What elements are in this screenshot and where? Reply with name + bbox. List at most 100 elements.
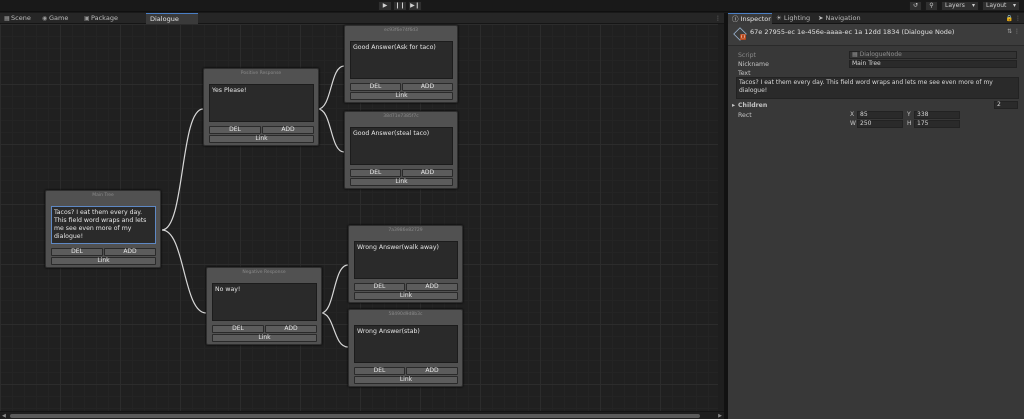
dialogue-node-wrong-walk[interactable]: 7a3986e82729 Wrong Answer(walk away) DEL… xyxy=(348,225,463,303)
connection-negative-wrong2 xyxy=(320,312,349,348)
node-text-field[interactable]: Yes Please! xyxy=(209,84,314,122)
layout-dropdown[interactable]: Layout▾ xyxy=(982,1,1020,11)
tab-scene[interactable]: ▦Scene xyxy=(0,13,38,24)
scene-icon: ▦ xyxy=(4,15,10,22)
text-area-field[interactable]: Tacos? I eat them every day. This field … xyxy=(736,77,1019,99)
tab-navigation[interactable]: ➤ Navigation xyxy=(814,13,866,24)
node-text-field[interactable]: Wrong Answer(stab) xyxy=(354,325,458,363)
rect-h-field[interactable]: 175 xyxy=(914,120,960,128)
link-button[interactable]: Link xyxy=(354,376,458,384)
node-title: Positive Response xyxy=(240,71,282,76)
tab-lighting[interactable]: ☀ Lighting xyxy=(772,13,814,24)
dialogue-node-positive[interactable]: Positive Response Yes Please! DEL ADD Li… xyxy=(203,68,319,146)
rect-w-field[interactable]: 250 xyxy=(857,120,903,128)
add-button[interactable]: ADD xyxy=(265,325,317,333)
script-value: DialogueNode xyxy=(859,51,902,58)
children-label: Children xyxy=(738,102,768,109)
lock-icon[interactable]: 🔒 ⋮ xyxy=(1005,15,1021,22)
del-button[interactable]: DEL xyxy=(350,169,401,177)
horizontal-scrollbar[interactable]: ◀ ▶ xyxy=(0,411,724,419)
playmode-controls: ▶ ❙❙ ▶❙ xyxy=(378,1,423,11)
text-label: Text xyxy=(738,70,751,77)
node-text-field[interactable]: Good Answer(Ask for taco) xyxy=(350,41,453,79)
dialogue-node-wrong-stab[interactable]: 58490d9d8b3c Wrong Answer(stab) DEL ADD … xyxy=(348,309,463,387)
del-button[interactable]: DEL xyxy=(354,283,405,291)
add-button[interactable]: ADD xyxy=(406,367,458,375)
tab-label: Navigation xyxy=(825,14,861,22)
search-icon[interactable]: ⚲ xyxy=(925,1,938,11)
scroll-left-icon[interactable]: ◀ xyxy=(2,413,6,419)
tab-game[interactable]: ◉Game xyxy=(38,13,80,24)
link-button[interactable]: Link xyxy=(51,257,156,265)
add-button[interactable]: ADD xyxy=(402,169,453,177)
inspector-tabbar: ⓘ Inspector ☀ Lighting ➤ Navigation 🔒 ⋮ xyxy=(728,13,1024,24)
nickname-field[interactable]: Main Tree xyxy=(849,60,1017,68)
node-text-field[interactable]: Wrong Answer(walk away) xyxy=(354,241,458,279)
add-button[interactable]: ADD xyxy=(406,283,458,291)
del-button[interactable]: DEL xyxy=(51,248,103,256)
tab-inspector[interactable]: ⓘ Inspector xyxy=(728,13,772,24)
vertical-scrollbar[interactable] xyxy=(718,24,724,411)
node-connections xyxy=(161,65,349,348)
link-button[interactable]: Link xyxy=(350,92,453,100)
connection-positive-good1 xyxy=(317,65,345,110)
del-button[interactable]: DEL xyxy=(350,83,401,91)
link-button[interactable]: Link xyxy=(354,292,458,300)
node-text-field[interactable]: No way! xyxy=(212,283,317,321)
dialogue-node-main[interactable]: Main Tree Tacos? I eat them every day. T… xyxy=(45,190,161,268)
tab-dialogue-editor[interactable]: Dialogue Editor xyxy=(146,13,198,34)
rect-x-label: X xyxy=(850,111,855,118)
node-text-field[interactable]: Tacos? I eat them every day. This field … xyxy=(51,206,156,244)
layers-dropdown[interactable]: Layers▾ xyxy=(941,1,979,11)
del-button[interactable]: DEL xyxy=(209,126,261,134)
link-button[interactable]: Link xyxy=(350,178,453,186)
connection-main-positive xyxy=(161,108,204,231)
dialogue-graph-canvas[interactable]: Main Tree Tacos? I eat them every day. T… xyxy=(0,24,724,411)
script-badge-icon: {} xyxy=(740,34,746,40)
dialogue-node-good-ask[interactable]: ec93f6e74f6d3 Good Answer(Ask for taco) … xyxy=(344,25,458,103)
rect-y-field[interactable]: 338 xyxy=(914,111,960,119)
add-button[interactable]: ADD xyxy=(262,126,314,134)
children-row[interactable]: ▸ Children 2 xyxy=(728,101,1024,110)
settings-icon[interactable]: ⇅ ⋮ xyxy=(1007,28,1020,35)
layers-label: Layers xyxy=(945,2,965,9)
del-button[interactable]: DEL xyxy=(212,325,264,333)
children-count-field[interactable]: 2 xyxy=(994,101,1018,109)
inspector-header: {} 67e 27955-ec 1e-456e-aaaa-ec 1a 12dd … xyxy=(728,24,1024,46)
pause-icon[interactable]: ❙❙ xyxy=(393,1,407,11)
tab-label: Game xyxy=(49,14,69,22)
node-text-field[interactable]: Good Answer(steal taco) xyxy=(350,127,453,165)
script-label: Script xyxy=(738,52,756,59)
tab-label: Lighting xyxy=(783,14,811,22)
rect-y-label: Y xyxy=(907,111,911,118)
kebab-menu-icon[interactable]: ⋮ xyxy=(715,15,721,22)
dialogue-node-negative[interactable]: Negative Response No way! DEL ADD Link xyxy=(206,267,322,345)
rect-x-field[interactable]: 85 xyxy=(857,111,903,119)
history-icon[interactable]: ↺ xyxy=(909,1,922,11)
play-icon[interactable]: ▶ xyxy=(378,1,392,11)
del-button[interactable]: DEL xyxy=(354,367,405,375)
scroll-right-icon[interactable]: ▶ xyxy=(718,413,722,419)
node-title: ec93f6e74f6d3 xyxy=(383,28,419,33)
lighting-icon: ☀ xyxy=(776,14,784,22)
script-file-icon: ▦ xyxy=(852,51,860,58)
connection-positive-good2 xyxy=(317,108,345,153)
nickname-row: Nickname Main Tree xyxy=(728,60,1024,69)
panel-splitter[interactable] xyxy=(724,13,728,419)
link-button[interactable]: Link xyxy=(209,135,314,143)
node-title: 7a3986e82729 xyxy=(388,228,423,233)
package-icon: ▣ xyxy=(84,15,90,22)
dialogue-node-good-steal[interactable]: 38d71e7385f7c Good Answer(steal taco) DE… xyxy=(344,111,458,189)
scrollbar-thumb[interactable] xyxy=(10,414,700,418)
step-icon[interactable]: ▶❙ xyxy=(408,1,422,11)
tab-package-manager[interactable]: ▣Package Manager xyxy=(80,13,146,33)
foldout-arrow-icon[interactable]: ▸ xyxy=(732,102,736,109)
connection-negative-wrong1 xyxy=(320,264,349,314)
game-icon: ◉ xyxy=(42,15,48,22)
inspector-title: 67e 27955-ec 1e-456e-aaaa-ec 1a 12dd 183… xyxy=(750,28,955,36)
link-button[interactable]: Link xyxy=(212,334,317,342)
add-button[interactable]: ADD xyxy=(402,83,453,91)
add-button[interactable]: ADD xyxy=(104,248,156,256)
inspector-panel: {} 67e 27955-ec 1e-456e-aaaa-ec 1a 12dd … xyxy=(728,24,1024,419)
editor-tabbar: ▦Scene ◉Game ▣Package Manager Dialogue E… xyxy=(0,13,724,34)
